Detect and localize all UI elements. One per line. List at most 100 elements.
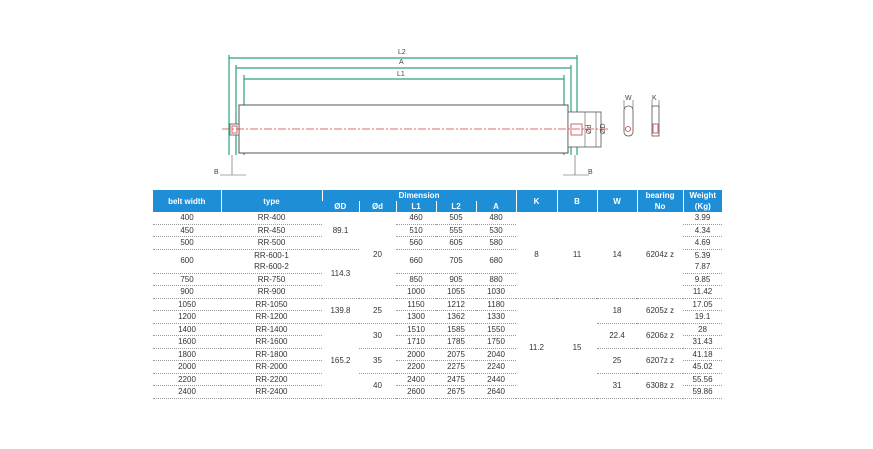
table-row: 1800 RR-1800 35 2000 2075 2040 25 6207z … (153, 348, 723, 374)
cell-weight: 4.69 (683, 236, 723, 250)
cell-od: 139.8 (322, 298, 359, 324)
header-l2: L2 (435, 201, 476, 212)
cell-weight: 28 (683, 323, 723, 336)
cell-belt: 1800 (153, 348, 221, 361)
cell-l1: 510 (396, 224, 436, 237)
cell-type: RR-500 (221, 236, 322, 250)
cell-od: 114.3 (322, 249, 359, 299)
cell-weight: 59.86 (683, 385, 723, 399)
table-row: 1400 RR-1400 165.2 30 1510 1585 1550 22.… (153, 323, 723, 399)
cell-l1: 2000 (396, 348, 436, 361)
table-row: 2000 RR-2000 2200 2275 2240 45.02 (153, 360, 723, 374)
cell-a: 1030 (476, 285, 517, 299)
cell-bearing: 6206z z (637, 323, 684, 349)
cell-l2: 1055 (436, 285, 476, 299)
cell-a: 1550 (476, 323, 517, 336)
cell-id: 25 (359, 298, 396, 324)
cell-l2: 2475 (436, 373, 476, 386)
cell-w: 25 (597, 348, 638, 374)
table-row: 1600 RR-1600 1710 1785 1750 31.43 (153, 335, 723, 349)
label-od: ØD (600, 124, 607, 135)
label-l2: L2 (398, 49, 406, 56)
cell-a: 480 (476, 212, 517, 225)
cell-id: 30 (359, 323, 396, 349)
roller-drawing: L2 A L1 B B ØD Ød W K (214, 49, 660, 176)
cell-bearing: 6308z z (637, 373, 684, 399)
cell-a: 880 (476, 273, 517, 286)
cell-belt: 1400 (153, 323, 221, 336)
cell-belt: 2000 (153, 360, 221, 374)
cell-a: 530 (476, 224, 517, 237)
cell-l2: 2675 (436, 385, 476, 399)
cell-type: RR-900 (221, 285, 322, 299)
label-b-left: B (214, 169, 219, 176)
cell-a: 1330 (476, 310, 517, 324)
cell-type: RR-1600 (221, 335, 322, 349)
header-k: K (515, 190, 558, 212)
cell-l1: 850 (396, 273, 436, 286)
cell-l2: 505 (436, 212, 476, 225)
cell-w: 14 (597, 212, 638, 299)
cell-belt: 2200 (153, 373, 221, 386)
cell-weight: 19.1 (683, 310, 723, 324)
table-row: 450 RR-450 510 555 530 4.34 (153, 224, 723, 237)
cell-l1: 660 (396, 249, 436, 274)
cell-weight: 11.42 (683, 285, 723, 299)
cell-belt: 1200 (153, 310, 221, 324)
cell-belt: 450 (153, 224, 221, 237)
label-l1: L1 (397, 71, 405, 78)
cell-weight: 4.34 (683, 224, 723, 237)
cell-type: RR-1800 (221, 348, 322, 361)
cell-w: 31 (597, 373, 638, 399)
label-w: W (625, 95, 632, 102)
cell-l2: 1362 (436, 310, 476, 324)
cell-k: 8 (516, 212, 558, 299)
cell-l2: 905 (436, 273, 476, 286)
header-belt-width: belt width (153, 190, 221, 212)
label-k: K (652, 95, 657, 102)
cell-a: 1180 (476, 298, 517, 311)
header-weight: Weight(Kg) (682, 190, 723, 212)
cell-weight: 45.02 (683, 360, 723, 374)
cell-l2: 555 (436, 224, 476, 237)
header-dimension: Dimension (321, 190, 517, 201)
cell-l2: 2075 (436, 348, 476, 361)
k-detail-shape (651, 105, 660, 137)
cell-weight: 55.56 (683, 373, 723, 386)
cell-weight: 41.18 (683, 348, 723, 361)
cell-l1: 1510 (396, 323, 436, 336)
cell-weight: 31.43 (683, 335, 723, 349)
header-od: ØD (322, 201, 359, 212)
cell-w: 18 (597, 298, 638, 324)
cell-type: RR-2000 (221, 360, 322, 374)
cell-belt: 750 (153, 273, 221, 286)
cell-l1: 2600 (396, 385, 436, 399)
cell-id: 35 (359, 348, 396, 374)
table-row: 2400 RR-2400 2600 2675 2640 59.86 (153, 385, 723, 399)
cell-a: 2640 (476, 385, 517, 399)
cell-od: 89.1 (322, 212, 359, 250)
cell-a: 2440 (476, 373, 517, 386)
table-row: 1200 RR-1200 1300 1362 1330 19.1 (153, 310, 723, 324)
cell-l1: 560 (396, 236, 436, 250)
cell-l2: 1212 (436, 298, 476, 311)
cell-k: 11.2 (516, 298, 558, 399)
table-row: 400 RR-400 89.1 20 460 505 480 8 11 14 6… (153, 212, 723, 299)
cell-belt: 600 (153, 249, 221, 274)
cell-a: 2240 (476, 360, 517, 374)
label-b-right: B (588, 169, 593, 176)
cell-l1: 2400 (396, 373, 436, 386)
cell-l1: 460 (396, 212, 436, 225)
cell-l1: 1710 (396, 335, 436, 349)
cell-type: RR-1200 (221, 310, 322, 324)
cell-type: RR-400 (221, 212, 322, 225)
cell-l2: 705 (436, 249, 476, 274)
cell-belt: 500 (153, 236, 221, 250)
cell-type: RR-1050 (221, 298, 322, 311)
cell-a: 2040 (476, 348, 517, 361)
cell-type: RR-750 (221, 273, 322, 286)
table-row: 500 RR-500 560 605 580 4.69 (153, 236, 723, 250)
